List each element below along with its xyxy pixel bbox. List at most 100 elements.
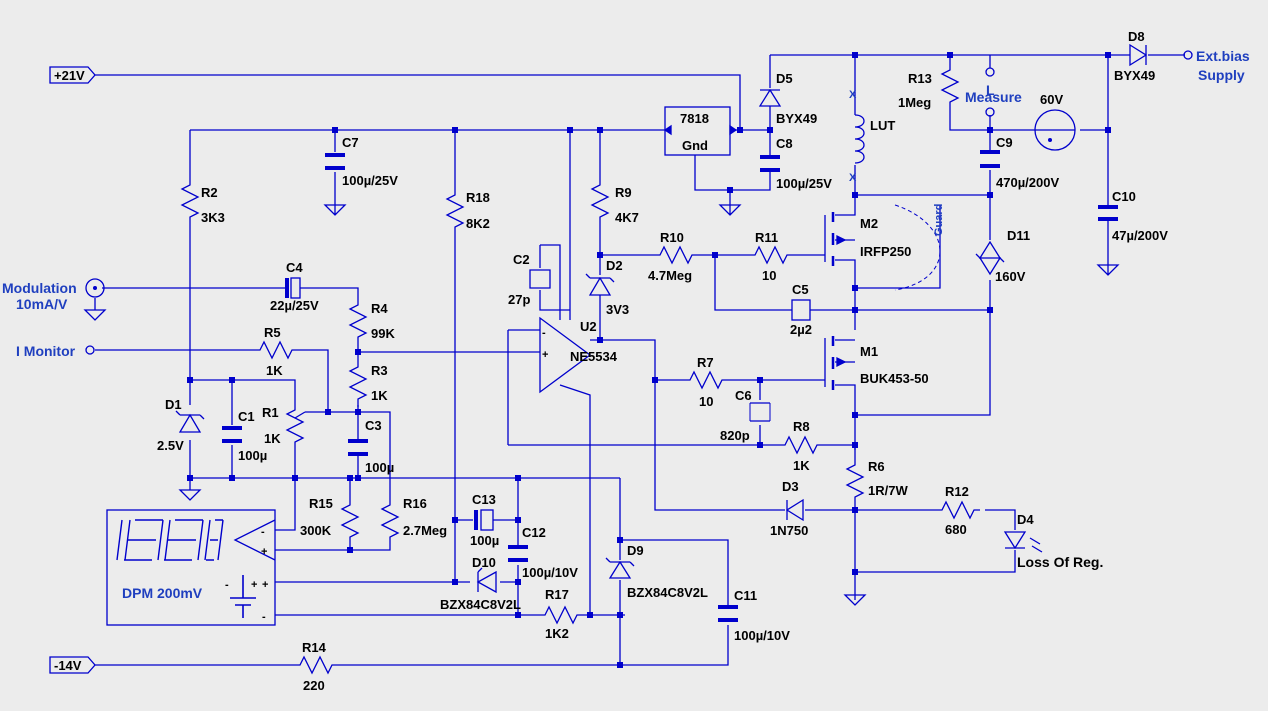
r15-value: 300K bbox=[300, 523, 332, 538]
c4-value: 22µ/25V bbox=[270, 298, 319, 313]
label-plus21v: +21V bbox=[54, 68, 85, 83]
label-measure-l: L bbox=[986, 82, 995, 98]
resistor-r18-symbol bbox=[445, 190, 465, 235]
r12-name: R12 bbox=[945, 484, 969, 499]
opamp-plus: + bbox=[542, 349, 548, 361]
c2-value: 27p bbox=[508, 292, 530, 307]
resistor-r16-symbol bbox=[380, 500, 400, 545]
r11-name: R11 bbox=[755, 230, 778, 245]
c8-name: C8 bbox=[776, 136, 793, 151]
capacitor-c11-symbol bbox=[718, 605, 738, 622]
lut-name: LUT bbox=[870, 118, 895, 133]
r2-name: R2 bbox=[201, 185, 218, 200]
d4-value: Loss Of Reg. bbox=[1017, 554, 1103, 570]
opamp-minus: - bbox=[542, 327, 546, 339]
diode-d5-symbol bbox=[758, 88, 782, 107]
d10-name: D10 bbox=[472, 555, 496, 570]
dpm-pin-minus: - bbox=[262, 611, 266, 623]
r17-name: R17 bbox=[545, 587, 569, 602]
diode-d9-symbol bbox=[605, 557, 635, 579]
m2-name: M2 bbox=[860, 216, 878, 231]
label-measure: Measure bbox=[965, 89, 1022, 105]
capacitor-c7-symbol bbox=[325, 153, 345, 170]
c10-value: 47µ/200V bbox=[1112, 228, 1168, 243]
dpm-display-digits bbox=[116, 519, 224, 561]
d3-value: 1N750 bbox=[770, 523, 808, 538]
resistor-r3-symbol bbox=[348, 362, 368, 407]
dpm-panel bbox=[106, 509, 276, 626]
resistor-r17-symbol bbox=[540, 605, 585, 625]
resistor-r1-wiper bbox=[294, 411, 306, 419]
label-imonitor: I Monitor bbox=[16, 343, 76, 359]
resistor-r4-symbol bbox=[348, 300, 368, 345]
r18-value: 8K2 bbox=[466, 216, 490, 231]
c3-value: 100µ bbox=[365, 460, 394, 475]
capacitor-c3-symbol bbox=[348, 439, 368, 456]
r9-name: R9 bbox=[615, 185, 632, 200]
ground-c10 bbox=[1096, 264, 1120, 276]
resistor-r1-symbol bbox=[285, 405, 305, 455]
r18-name: R18 bbox=[466, 190, 490, 205]
c9-name: C9 bbox=[996, 135, 1013, 150]
d8-value: BYX49 bbox=[1114, 68, 1155, 83]
r16-value: 2.7Meg bbox=[403, 523, 447, 538]
resistor-r11-symbol bbox=[750, 245, 795, 265]
resistor-r5-symbol bbox=[255, 340, 300, 360]
dpm-pin-plus: + bbox=[262, 579, 268, 591]
capacitor-c1-symbol bbox=[222, 426, 242, 443]
reg-gnd: Gnd bbox=[682, 138, 708, 153]
c12-value: 100µ/10V bbox=[522, 565, 578, 580]
u2-value: NE5534 bbox=[570, 349, 618, 364]
diode-d11-symbol bbox=[975, 240, 1005, 276]
resistor-r8-symbol bbox=[780, 435, 825, 455]
dpm-plus-label: + bbox=[261, 546, 267, 558]
led-d4-symbol bbox=[1003, 531, 1027, 550]
label-modulation: Modulation bbox=[2, 280, 77, 296]
ground-modulation bbox=[83, 298, 107, 321]
resistor-r14-symbol bbox=[295, 655, 340, 675]
component-symbols: X X - + - + bbox=[49, 43, 1193, 675]
lut-x-top: X bbox=[849, 89, 857, 101]
resistor-r12-symbol bbox=[935, 500, 980, 520]
ground-c7 bbox=[323, 204, 347, 216]
terminal-plus21v bbox=[49, 66, 96, 84]
r5-name: R5 bbox=[264, 325, 281, 340]
label-guard: Guard bbox=[933, 204, 945, 236]
measure-terminal-bottom bbox=[985, 107, 995, 117]
r9-value: 4K7 bbox=[615, 210, 639, 225]
dpm-batt-plus: + bbox=[251, 579, 257, 591]
diode-d10-symbol bbox=[476, 567, 497, 594]
capacitor-c13-symbol bbox=[474, 509, 494, 531]
dpm-label: DPM 200mV bbox=[122, 585, 203, 601]
wires bbox=[95, 54, 1185, 666]
capacitor-c12-symbol bbox=[508, 545, 528, 562]
resistor-r9-symbol bbox=[590, 180, 610, 225]
d9-name: D9 bbox=[627, 543, 644, 558]
c3-name: C3 bbox=[365, 418, 382, 433]
d2-value: 3V3 bbox=[606, 302, 629, 317]
ground-d1 bbox=[178, 489, 202, 501]
resistor-r7-symbol bbox=[685, 370, 730, 390]
text-labels: +21V -14V Modulation 10mA/V I Monitor Ex… bbox=[2, 29, 1250, 693]
label-minus14v: -14V bbox=[54, 658, 82, 673]
d5-value: BYX49 bbox=[776, 111, 817, 126]
capacitor-c6-symbol bbox=[749, 402, 771, 422]
r1-value: 1K bbox=[264, 431, 281, 446]
diode-d1-symbol bbox=[175, 410, 205, 433]
capacitor-c10-symbol bbox=[1098, 205, 1118, 221]
dpm-input-triangle bbox=[233, 519, 276, 561]
imonitor-terminal bbox=[85, 345, 95, 355]
label-supply: Supply bbox=[1198, 67, 1245, 83]
measure-terminal-top bbox=[985, 67, 995, 77]
resistor-r2-symbol bbox=[180, 180, 200, 225]
lut-x-bottom: X bbox=[849, 172, 857, 184]
dpm-battery-symbol bbox=[230, 575, 256, 618]
junction-dots bbox=[187, 52, 1111, 668]
d11-name: D11 bbox=[1007, 228, 1030, 243]
capacitor-c4-symbol bbox=[285, 277, 301, 299]
m1-name: M1 bbox=[860, 344, 878, 359]
resistor-r13-symbol bbox=[940, 65, 960, 105]
r4-value: 99K bbox=[371, 326, 395, 341]
d2-name: D2 bbox=[606, 258, 623, 273]
r11-value: 10 bbox=[762, 268, 776, 283]
